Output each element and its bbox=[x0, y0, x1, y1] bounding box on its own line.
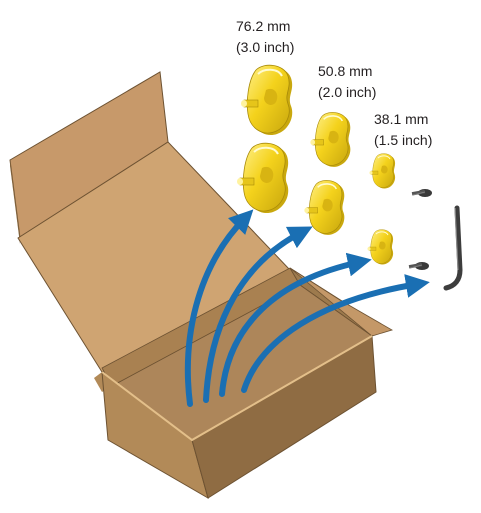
adapter-small-top-icon bbox=[369, 153, 396, 189]
label-small-imperial: (1.5 inch) bbox=[374, 132, 432, 148]
arrow-to-large-adapter bbox=[184, 209, 254, 407]
label-medium-metric: 50.8 mm bbox=[318, 63, 372, 79]
label-medium: 50.8 mm (2.0 inch) bbox=[318, 63, 376, 100]
adapter-large-bottom-icon bbox=[237, 142, 289, 214]
label-large: 76.2 mm (3.0 inch) bbox=[236, 18, 294, 55]
screw-icon bbox=[408, 262, 429, 270]
adapter-medium-bottom-icon bbox=[304, 180, 345, 235]
label-medium-imperial: (2.0 inch) bbox=[318, 84, 376, 100]
open-cardboard-box-icon bbox=[9, 71, 394, 500]
arrow-to-small-adapter bbox=[219, 252, 372, 397]
label-small-metric: 38.1 mm bbox=[374, 111, 428, 127]
hex-key-icon bbox=[443, 205, 463, 291]
arrow-to-hardware bbox=[241, 274, 430, 393]
label-large-imperial: (3.0 inch) bbox=[236, 39, 294, 55]
arrow-to-medium-adapter bbox=[203, 226, 313, 403]
adapter-group bbox=[237, 64, 396, 265]
label-large-metric: 76.2 mm bbox=[236, 18, 290, 34]
adapter-large-top-icon bbox=[241, 64, 293, 136]
label-small: 38.1 mm (1.5 inch) bbox=[374, 111, 432, 148]
screw-icon bbox=[411, 189, 432, 197]
arrows bbox=[184, 209, 430, 407]
adapter-small-bottom-icon bbox=[367, 229, 394, 265]
adapter-medium-top-icon bbox=[310, 112, 351, 167]
